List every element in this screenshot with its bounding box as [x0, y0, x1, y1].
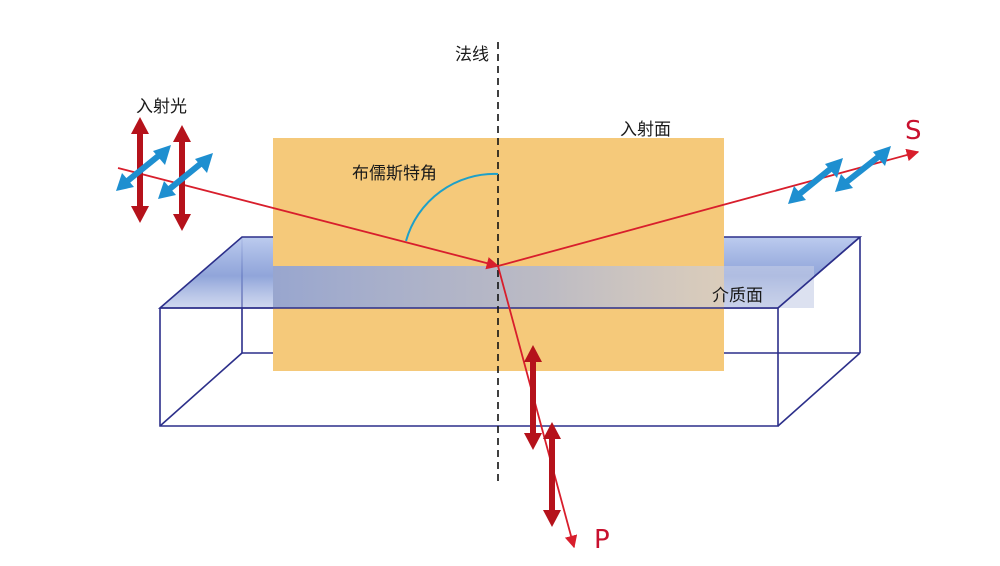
incident-light-label: 入射光	[136, 97, 187, 117]
s-label: S	[905, 116, 922, 146]
interface-strip-right	[724, 266, 814, 308]
medium-box-front	[159, 236, 861, 427]
interface-label: 介质面	[712, 286, 763, 306]
plane-of-incidence-label: 入射面	[620, 120, 671, 140]
refracted-p-arrow-1	[524, 345, 542, 450]
p-label: P	[594, 525, 610, 555]
normal-label: 法线	[455, 45, 489, 65]
brewster-angle-label: 布儒斯特角	[352, 164, 437, 184]
reflected-s-arrow-2	[835, 146, 891, 192]
refracted-p-arrow-2	[543, 422, 561, 527]
reflected-s-arrow-1	[788, 158, 843, 204]
brewster-angle-arc	[405, 172, 499, 242]
reflected-ray	[497, 148, 920, 267]
incident-s-arrow-2	[158, 153, 213, 199]
incident-s-arrow-1	[116, 145, 171, 191]
